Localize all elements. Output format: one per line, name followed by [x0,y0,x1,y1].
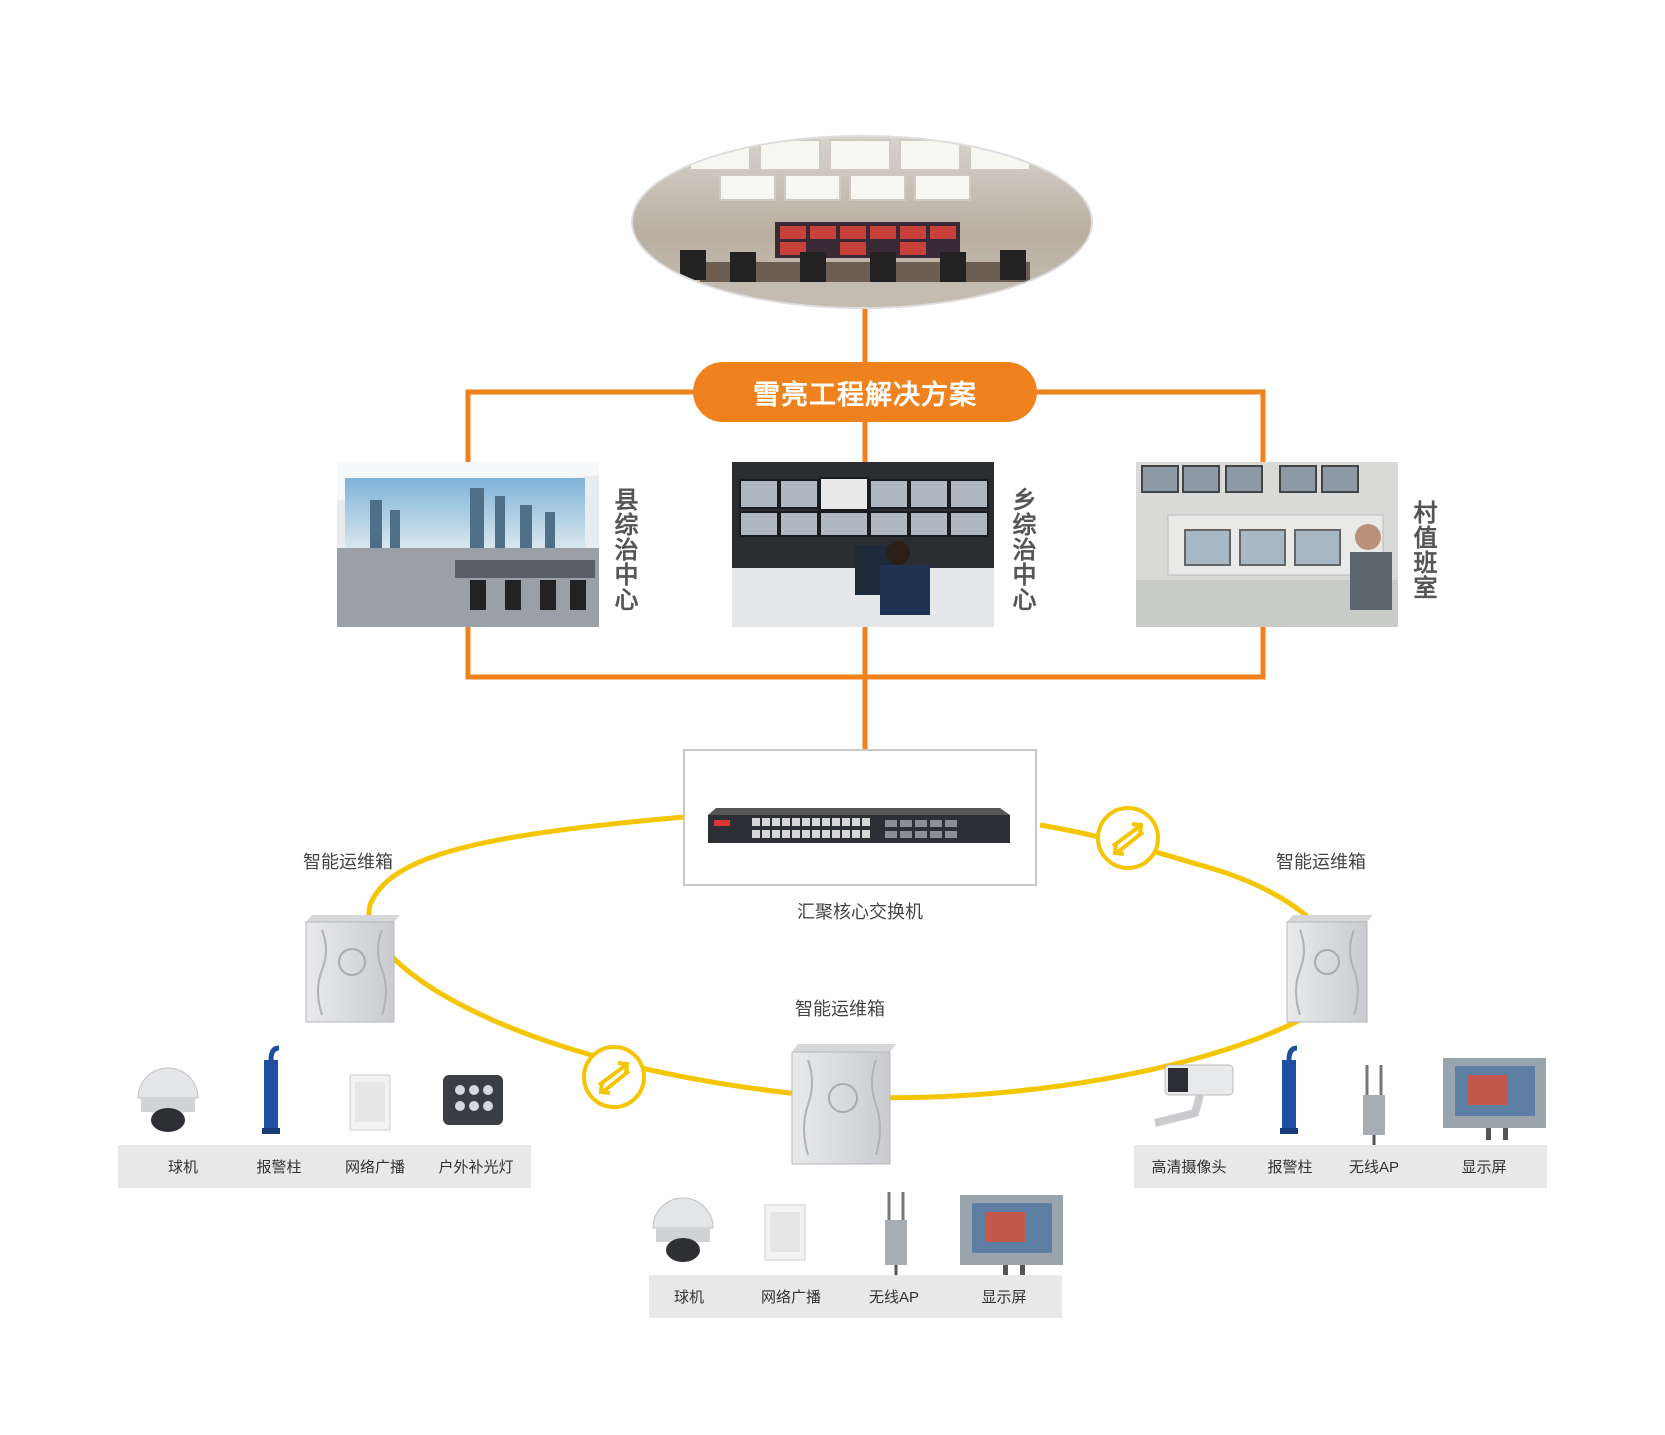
box-label-right: 智能运维箱 [1276,852,1366,872]
county-center-label: 县综治中心 [610,487,637,612]
alarm-post-icon [262,1045,280,1134]
speaker-icon [349,1074,391,1131]
township-center-photo [732,462,994,627]
exchange-arrows-icon [1096,806,1160,870]
display-screen-icon [960,1195,1063,1277]
dome-camera-icon [652,1197,714,1262]
maintenance-box-icon [1286,915,1373,1023]
wireless-ap-icon [885,1192,907,1275]
village-room-label: 村值班室 [1409,500,1436,600]
network-switch-icon [708,808,1010,843]
device-label: 网络广播 [760,1289,821,1306]
maintenance-box-icon [305,915,400,1023]
county-center-photo [337,462,599,627]
device-label: 高清摄像头 [1151,1159,1227,1176]
box-label-left: 智能运维箱 [303,852,393,872]
hd-camera-icon [1154,1064,1234,1127]
core-switch-label: 汇聚核心交换机 [797,902,923,922]
device-strip-right: 高清摄像头 报警柱 无线AP 显示屏 [1134,1145,1547,1188]
device-label: 无线AP [868,1289,919,1306]
box-label-bottom: 智能运维箱 [795,999,885,1019]
alarm-post-icon [1280,1045,1298,1134]
dome-camera-icon [137,1067,199,1132]
display-screen-icon [1443,1058,1546,1140]
device-strip-left: 球机 报警柱 网络广播 户外补光灯 [118,1145,531,1188]
device-label: 无线AP [1348,1159,1399,1176]
township-center-label: 乡综治中心 [1008,487,1035,612]
device-label: 显示屏 [981,1289,1027,1306]
solution-title: 雪亮工程解决方案 [693,362,1037,422]
orange-connectors [465,307,1266,750]
device-label: 球机 [167,1159,198,1176]
device-label: 显示屏 [1461,1159,1507,1176]
maintenance-box-icon [791,1044,896,1165]
device-label: 球机 [673,1289,704,1306]
device-label: 报警柱 [1267,1159,1313,1176]
floodlight-icon [443,1075,503,1125]
speaker-icon [764,1204,806,1261]
device-strip-bottom: 球机 网络广播 无线AP 显示屏 [649,1275,1062,1318]
ring-line [366,814,1342,1101]
wireless-ap-icon [1363,1065,1385,1145]
device-label: 报警柱 [256,1159,302,1176]
village-room-photo [1136,462,1398,627]
command-center-photo [631,135,1093,309]
device-label: 户外补光灯 [438,1159,514,1176]
device-label: 网络广播 [344,1159,405,1176]
exchange-arrows-icon [582,1045,646,1109]
